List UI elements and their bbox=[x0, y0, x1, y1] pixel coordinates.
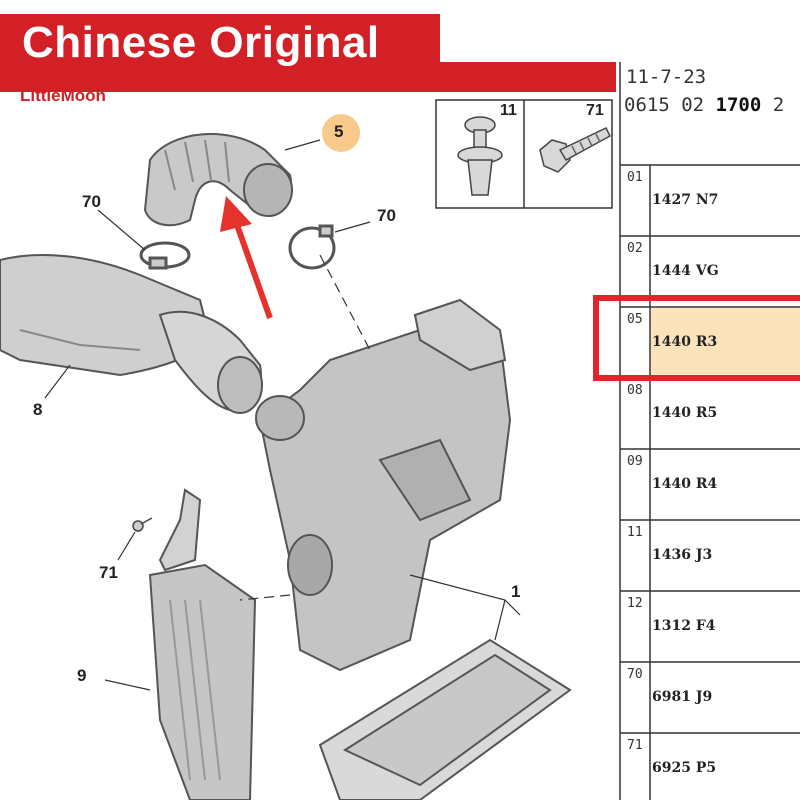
callout-71-bolt: 71 bbox=[586, 102, 604, 119]
hose-clamp-right bbox=[288, 224, 336, 270]
screw-bolt-icon bbox=[539, 127, 611, 173]
highlighted-row-border bbox=[593, 295, 800, 381]
hardware-box bbox=[435, 99, 613, 209]
push-clip-icon bbox=[457, 116, 503, 196]
highlighted-row-fill bbox=[651, 308, 800, 377]
callout-circle-5 bbox=[322, 114, 360, 152]
brand-watermark: LittleMoon bbox=[20, 86, 106, 105]
hose-clamp-left bbox=[139, 241, 191, 270]
small-screw-71 bbox=[132, 517, 153, 532]
callout-11: 11 bbox=[500, 102, 517, 119]
air-filter-box-1 bbox=[255, 298, 512, 672]
filter-element bbox=[318, 638, 572, 800]
header-reference: 0615 02 1700 2 bbox=[624, 94, 785, 116]
header-date: 11-7-23 bbox=[626, 66, 707, 88]
banner-title: Chinese Original bbox=[22, 18, 380, 67]
red-header-bar bbox=[0, 62, 616, 92]
inlet-duct-9 bbox=[148, 488, 257, 800]
callout-71-left: 71 bbox=[99, 563, 118, 582]
callout-70-left: 70 bbox=[82, 192, 101, 211]
callout-70-right: 70 bbox=[377, 206, 396, 225]
callout-1: 1 bbox=[511, 582, 521, 601]
leader-lines bbox=[44, 139, 521, 691]
callout-9: 9 bbox=[77, 666, 87, 685]
callout-8: 8 bbox=[33, 400, 43, 419]
air-duct-8 bbox=[0, 254, 263, 414]
red-arrow-icon bbox=[220, 196, 273, 320]
intake-hose-5 bbox=[143, 133, 293, 227]
callout-5: 5 bbox=[334, 122, 344, 141]
